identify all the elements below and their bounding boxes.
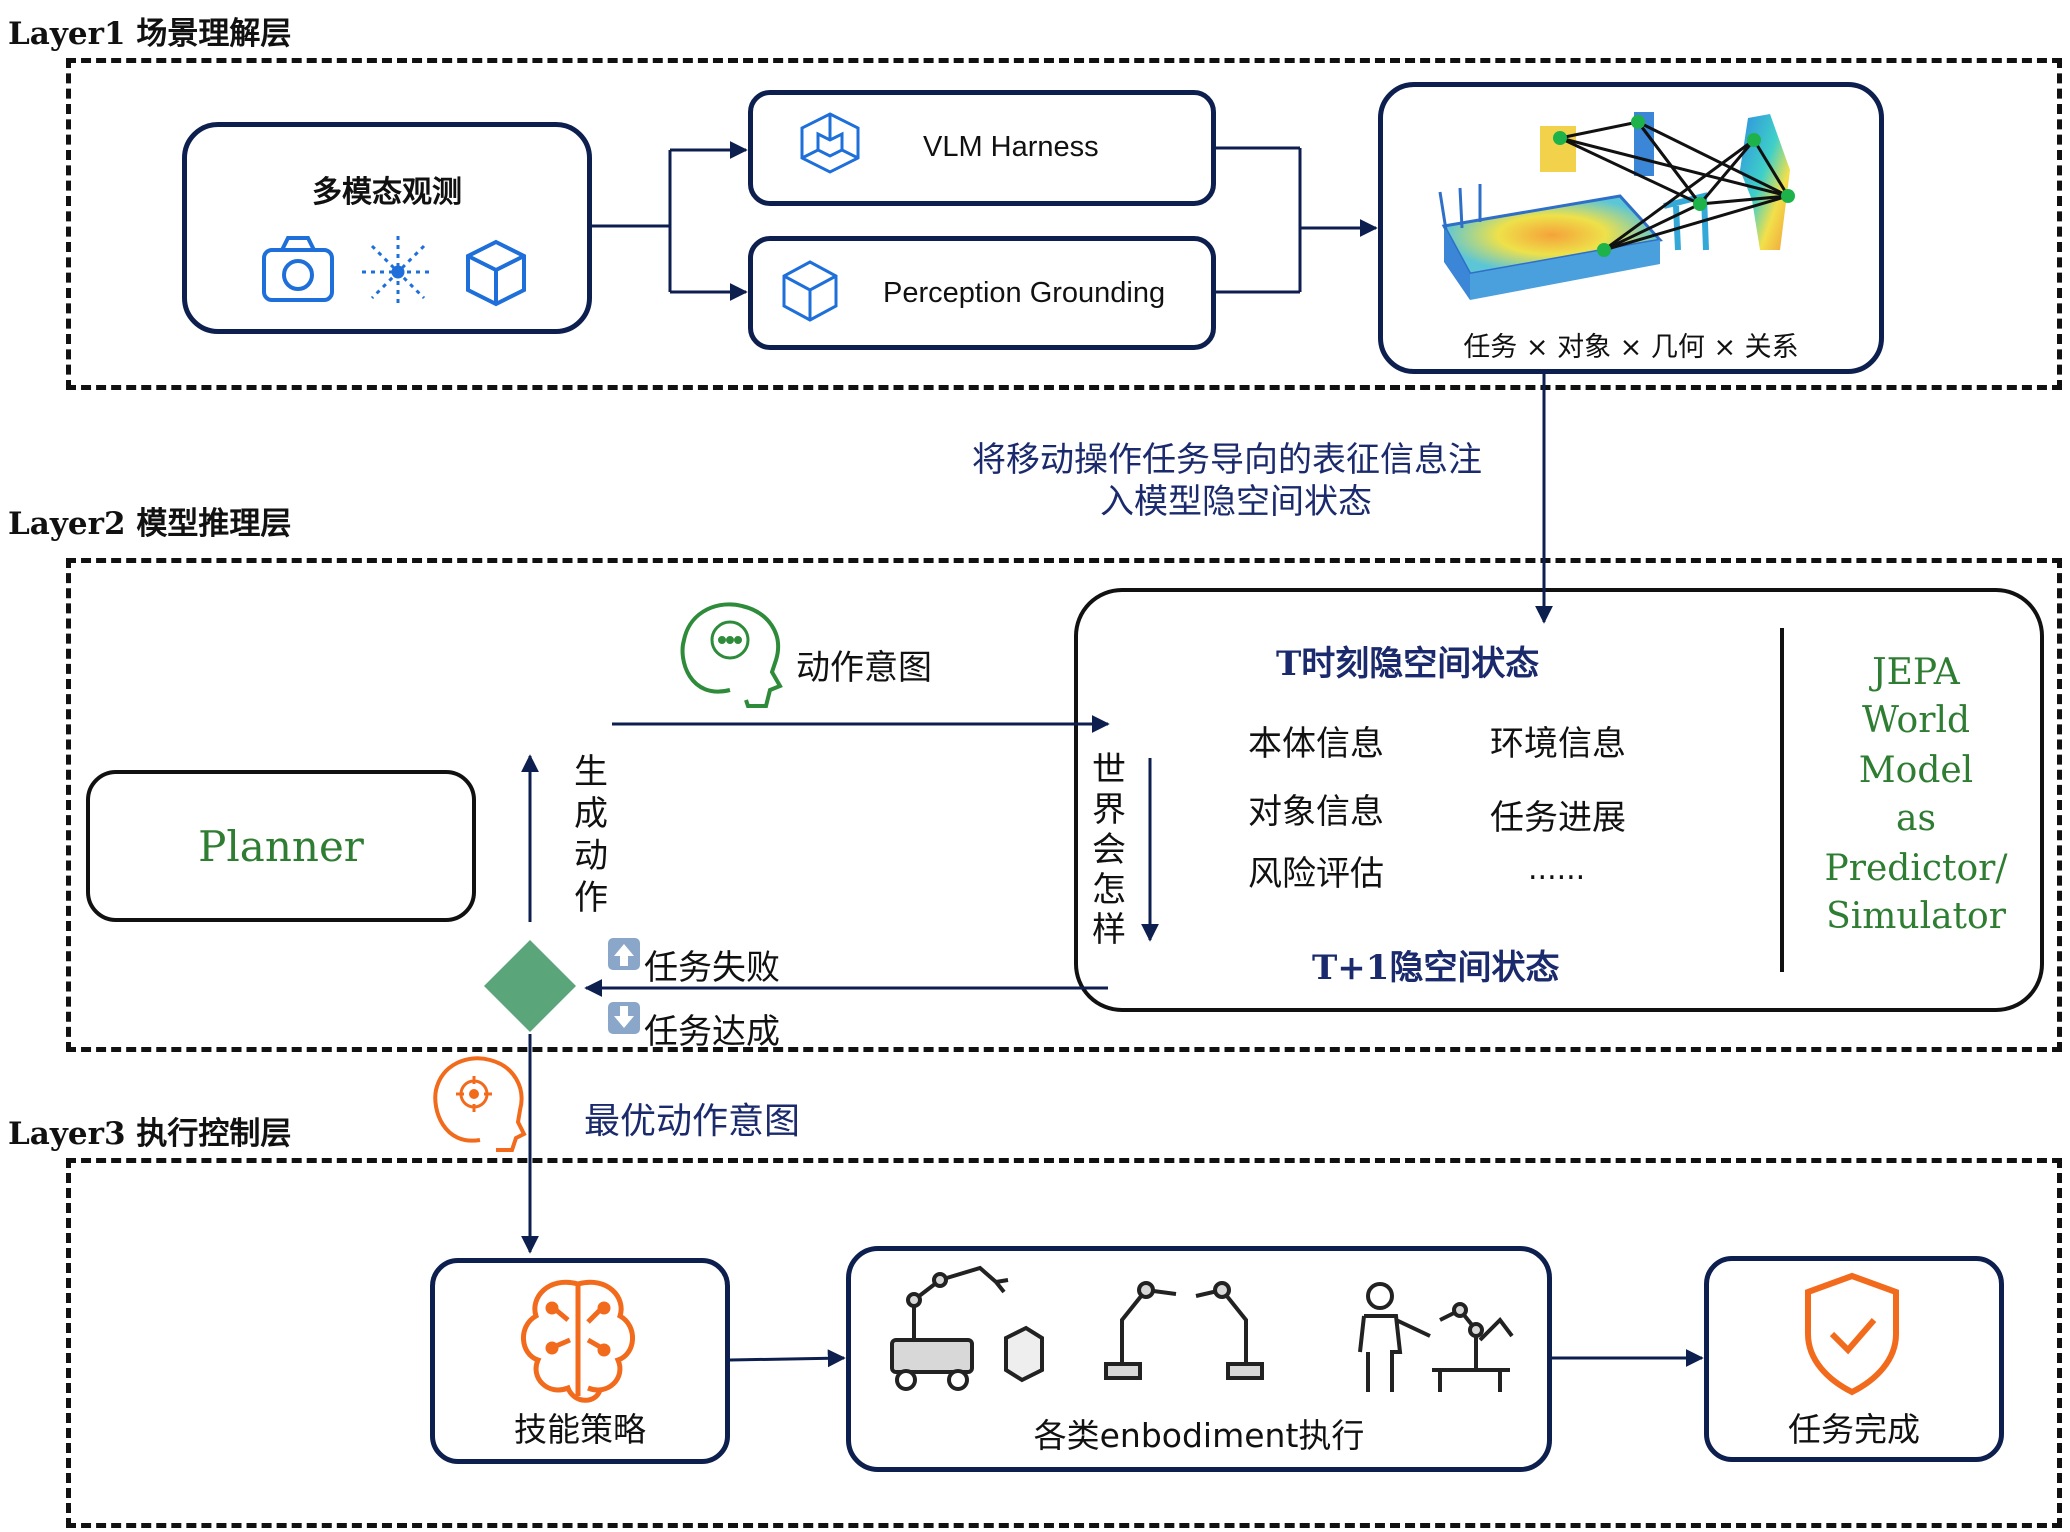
embodiment-label: 各类enbodiment执行 <box>1033 1416 1365 1455</box>
generate-action-char-3: 作 <box>574 878 608 918</box>
action-intent-label: 动作意图 <box>796 648 932 688</box>
layer1-label: Layer1 场景理解层 <box>8 16 292 52</box>
skill-policy-box: 技能策略 <box>430 1258 730 1464</box>
jepa-line-5: Simulator <box>1826 896 2006 937</box>
perception-cube-icon <box>782 260 838 322</box>
layer1-connectors <box>592 141 1553 624</box>
layer3-label: Layer3 执行控制层 <box>8 1116 292 1152</box>
info-more: ...... <box>1528 852 1586 887</box>
up-arrow-badge-icon <box>608 938 640 970</box>
vlm-cube-icon <box>800 112 860 174</box>
jepa-line-2: Model <box>1858 750 1974 791</box>
generate-action-char-1: 成 <box>574 794 608 834</box>
task-done-box: 任务完成 <box>1704 1256 2004 1462</box>
layer2-container <box>66 558 2062 1052</box>
observation-title: 多模态观测 <box>312 175 462 210</box>
multimodal-observation-box: 多模态观测 <box>182 122 592 334</box>
planner-label: Planner <box>198 822 364 871</box>
camera-icon <box>262 236 334 302</box>
skill-policy-label: 技能策略 <box>514 1410 646 1449</box>
task-success-label: 任务达成 <box>644 1012 780 1052</box>
info-progress: 任务进展 <box>1490 798 1626 838</box>
decision-diamond <box>484 940 576 1032</box>
info-risk: 风险评估 <box>1248 854 1384 894</box>
generate-action-char-2: 动 <box>574 836 608 876</box>
scene-graph-illustration <box>1438 112 1795 300</box>
world-how-char-4: 样 <box>1092 910 1126 950</box>
latent-state-box <box>1074 588 2044 1012</box>
t1-latent-state: T+1隐空间状态 <box>1312 948 1560 988</box>
jepa-line-3: as <box>1896 798 1936 839</box>
task-fail-label: 任务失败 <box>644 948 780 988</box>
best-intent-label: 最优动作意图 <box>584 1101 801 1142</box>
inject-note-line1: 将移动操作任务导向的表征信息注 <box>972 440 1482 480</box>
vlm-harness-label: VLM Harness <box>923 131 1099 163</box>
perception-grounding-label: Perception Grounding <box>883 277 1166 309</box>
info-body: 本体信息 <box>1248 724 1384 764</box>
jepa-line-4: Predictor/ <box>1824 848 2008 889</box>
info-env: 环境信息 <box>1490 724 1626 764</box>
lidar-burst-icon <box>362 236 434 308</box>
down-arrow-badge-icon <box>608 1002 640 1034</box>
jepa-line-0: JEPA <box>1872 652 1960 693</box>
dual-arm-robot-icon <box>1104 1281 1264 1380</box>
shield-check-icon <box>1805 1272 1899 1396</box>
world-how-char-1: 界 <box>1092 790 1126 830</box>
cube-icon <box>466 239 526 307</box>
world-how-char-2: 会 <box>1092 830 1126 870</box>
mobile-robot-icon <box>890 1265 1044 1391</box>
brain-icon <box>521 1279 635 1403</box>
task-done-label: 任务完成 <box>1788 1410 1920 1449</box>
inject-note-line2: 入模型隐空间状态 <box>1100 482 1372 522</box>
layer1-container <box>66 58 2062 390</box>
layer3-connectors <box>729 1349 1704 1368</box>
human-robot-icon <box>1358 1282 1514 1392</box>
jepa-divider <box>1780 628 1784 972</box>
info-object: 对象信息 <box>1248 792 1384 832</box>
world-how-char-0: 世 <box>1092 750 1126 790</box>
layer2-connectors <box>521 715 1159 1254</box>
perception-grounding-box: Perception Grounding <box>748 236 1216 350</box>
scene-caption: 任务 × 对象 × 几何 × 关系 <box>1463 332 1799 363</box>
jepa-line-1: World <box>1862 700 1970 741</box>
layer2-label: Layer2 模型推理层 <box>8 506 292 542</box>
world-how-char-3: 怎 <box>1092 870 1126 910</box>
t-latent-state: T时刻隐空间状态 <box>1276 644 1540 684</box>
planner-box: Planner <box>86 770 476 922</box>
target-head-icon <box>433 1056 527 1152</box>
layer3-container <box>66 1158 2062 1528</box>
generate-action-char-0: 生 <box>574 752 608 792</box>
vlm-harness-box: VLM Harness <box>748 90 1216 206</box>
thinking-head-icon <box>680 602 783 708</box>
